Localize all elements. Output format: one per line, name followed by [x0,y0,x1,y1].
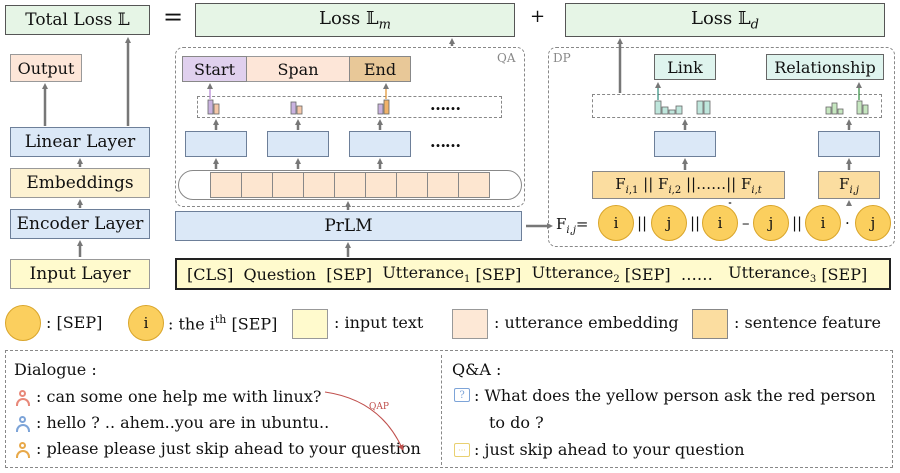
qa-logits-dots: …… [430,95,461,114]
dp-linear-1 [654,131,716,157]
linear-layer-label: Linear Layer [24,132,136,152]
legend-ith-label: : the ith [SEP] [168,313,278,334]
loss-m-box: Loss 𝕃m [195,3,515,37]
formula-concat-1: || [637,214,648,232]
dialogue-title: Dialogue : [14,360,97,379]
start-label: Start [193,59,235,79]
qa-logits-row [197,96,502,118]
dp-logits-row [592,94,882,118]
qa-linear-1 [185,131,247,157]
qa-example-question-b: to do ? [489,413,544,432]
dp-linear-2 [818,131,880,157]
formula-concat-3: || [792,214,803,232]
input-seq-sep-1: [SEP] [326,264,373,284]
dialogue-line-1: : can some one help me with linux? [36,387,322,406]
answer-icon: ··· [454,443,470,457]
span-box: Span [247,56,349,82]
relationship-label: Relationship [774,57,876,77]
yellow-person-icon [16,442,30,458]
dialogue-line-2: : hello ? .. ahem..you are in ubuntu.. [36,413,330,432]
encoder-layer-label: Encoder Layer [16,214,144,234]
example-divider [441,355,442,465]
feat-seq-label: Fi,1 || Fi,2 ||……|| Fi,t [615,174,762,196]
feat-ij-label: Fi,j [839,174,859,196]
plus-sign: + [530,6,546,27]
prlm-label: PrLM [324,216,373,236]
link-label: Link [667,57,703,77]
formula-circle-i-1: i [598,205,634,241]
span-label: Span [277,59,319,79]
formula-circle-i-2: i [702,205,738,241]
input-seq-dots: …… [680,264,713,284]
input-seq-sep-4: [SEP] [821,264,868,284]
formula-circle-i-3: i [805,205,841,241]
loss-d-label: Loss 𝕃d [691,7,759,33]
legend-sent-swatch [692,309,728,339]
dp-tag: DP [553,51,571,65]
qa-example-answer: : just skip ahead to your question [474,440,745,459]
input-layer-label: Input Layer [29,264,131,284]
loss-m-label: Loss 𝕃m [319,7,391,33]
formula-circle-j-1: j [651,205,687,241]
formula-concat-2: || [690,214,701,232]
embeddings-label: Embeddings [26,173,134,193]
end-box: End [349,56,411,82]
embeddings-box: Embeddings [10,168,150,198]
relationship-box: Relationship [766,54,884,80]
legend-sent-label: : sentence feature [734,313,881,332]
dialogue-line-3: : please please just skip ahead to your … [36,439,421,458]
loss-d-box: Loss 𝕃d [565,3,885,37]
legend-input-label: : input text [334,313,424,332]
qa-linear-dots: …… [430,132,461,151]
legend-sep-circle [5,305,41,341]
linear-layer-box: Linear Layer [10,127,150,157]
legend-ith-circle: i [128,305,164,341]
legend-input-swatch [292,309,328,339]
input-sequence-box: [CLS] Question [SEP] Utterance1 [SEP] Ut… [175,258,891,290]
qa-example-title: Q&A : [452,360,502,379]
link-box: Link [654,54,716,80]
input-seq-utt-1: Utterance1 [382,262,471,286]
qa-linear-3 [349,131,411,157]
formula-lhs: Fi,j= [556,215,589,236]
input-seq-question: Question [243,264,317,284]
input-seq-utt-2: Utterance2 [531,262,620,286]
legend-utt-label: : utterance embedding [494,313,679,332]
qap-label: QAP [369,402,389,412]
blue-person-icon [16,416,30,432]
legend-sep-label: : [SEP] [46,313,103,332]
formula-circle-j-3: j [855,205,891,241]
feat-seq-box: Fi,1 || Fi,2 ||……|| Fi,t [592,171,785,199]
qa-tag: QA [497,51,516,65]
question-icon: ? [454,388,470,402]
example-panel [5,350,893,468]
red-person-icon [16,390,30,406]
formula-minus: – [742,214,750,232]
input-layer-box: Input Layer [10,259,150,289]
input-seq-utt-3: Utterance3 [728,262,817,286]
equals-sign: = [163,3,184,31]
dp-region [548,47,895,247]
legend-utt-swatch [452,309,488,339]
input-seq-sep-2: [SEP] [475,264,522,284]
end-label: End [363,59,397,79]
total-loss-box: Total Loss 𝕃 [5,5,150,35]
formula-circle-j-2: j [753,205,789,241]
output-box: Output [10,54,82,82]
start-box: Start [182,56,247,82]
prlm-box: PrLM [175,211,522,241]
input-seq-cls: [CLS] [187,264,234,284]
feat-ij-box: Fi,j [818,171,880,199]
total-loss-label: Total Loss 𝕃 [25,10,130,30]
encoder-layer-box: Encoder Layer [10,209,150,239]
formula-dot: · [845,214,850,232]
qa-linear-2 [267,131,329,157]
qa-example-question-a: : What does the yellow person ask the re… [474,386,876,405]
input-seq-sep-3: [SEP] [624,264,671,284]
output-label: Output [17,58,75,78]
token-embedding-strip [210,172,490,198]
